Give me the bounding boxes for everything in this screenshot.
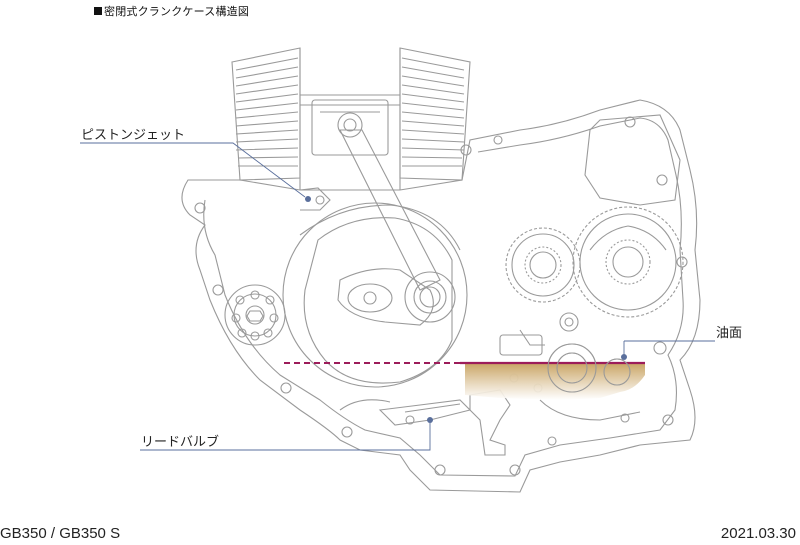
figure-title: 密閉式クランクケース構造図 [94, 3, 249, 19]
label-oil-level: 油面 [716, 326, 743, 341]
leader-oil-level-dot [621, 354, 627, 360]
gear-left [505, 227, 581, 303]
square-bullet-icon [94, 7, 102, 15]
gear-right [572, 206, 684, 318]
figure-title-text: 密閉式クランクケース構造図 [104, 5, 250, 18]
leader-reed-valve [140, 421, 431, 451]
leader-piston-jet [80, 142, 306, 198]
cylinder-fins-right [399, 47, 471, 181]
footer-date: 2021.03.30 [720, 525, 796, 542]
footer-model: GB350 / GB350 S [0, 525, 121, 542]
cylinder-fins-left [231, 47, 301, 181]
leader-reed-valve-dot [427, 417, 433, 423]
label-reed-valve: リードバルブ [141, 435, 220, 450]
label-piston-jet: ピストンジェット [81, 128, 186, 143]
leader-piston-jet-dot [305, 196, 311, 202]
oil-level [284, 343, 645, 400]
oil-fill [465, 363, 645, 400]
